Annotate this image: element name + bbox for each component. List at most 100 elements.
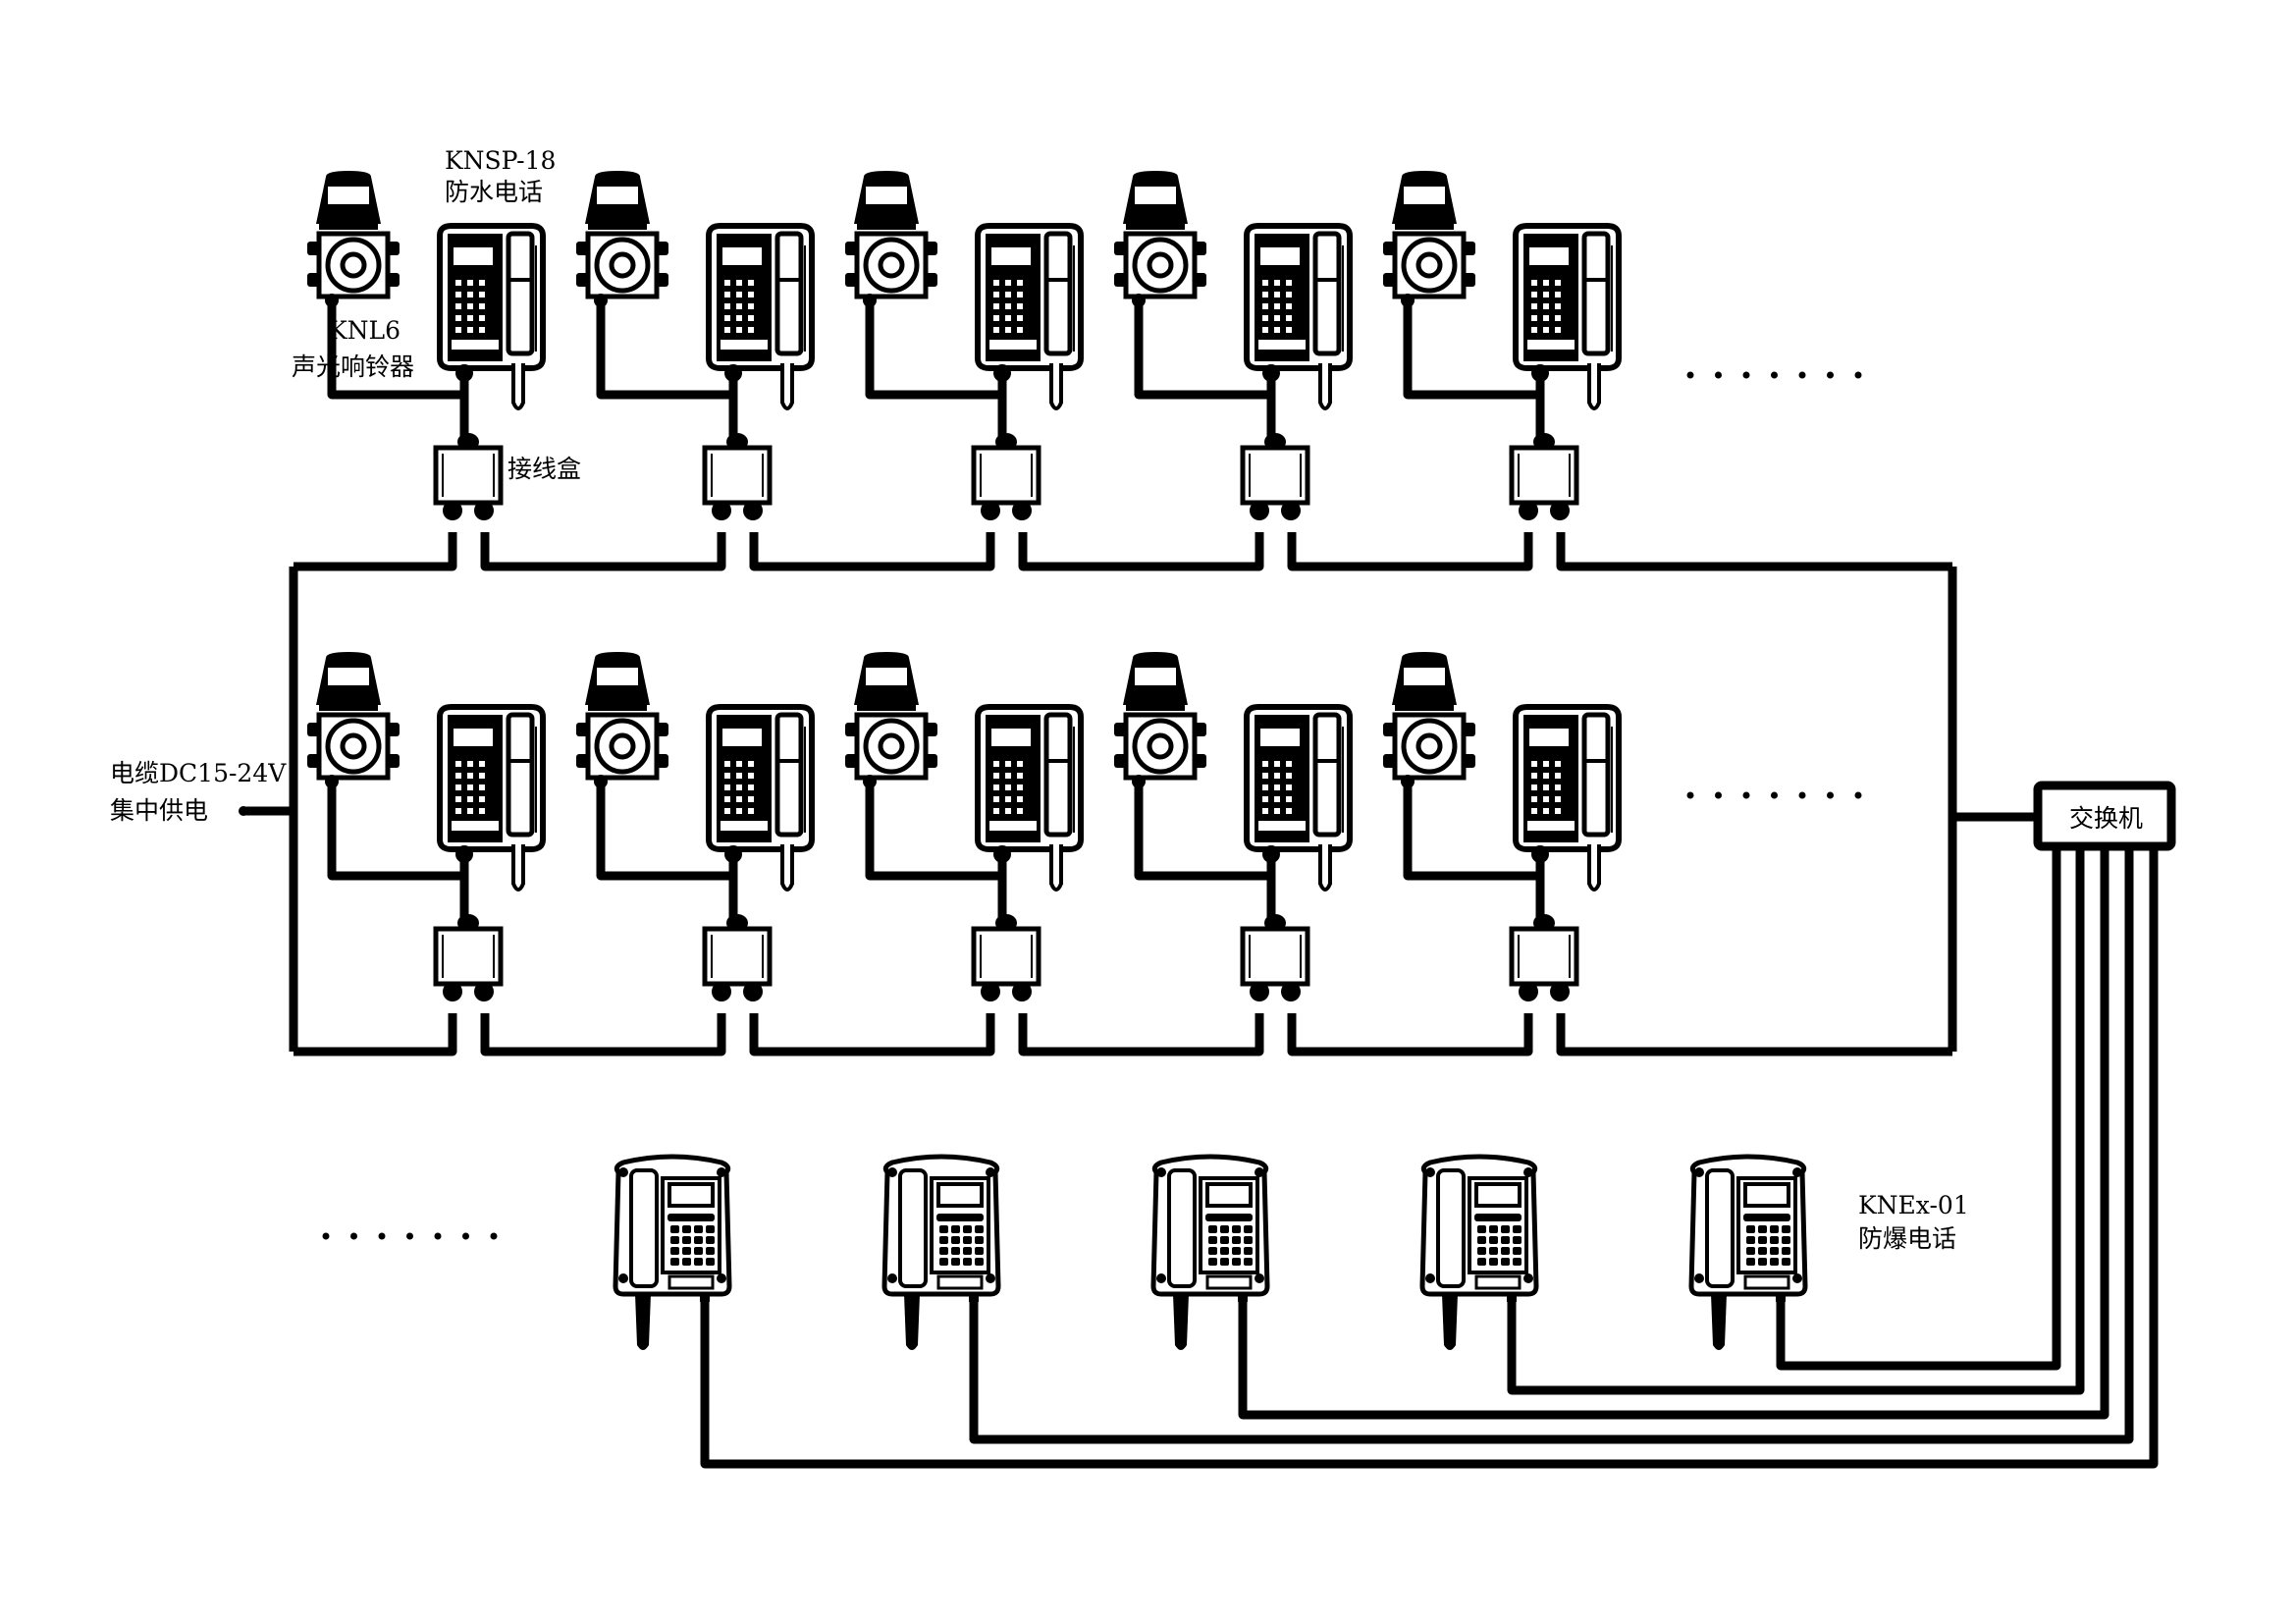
waterproof-phone-icon [978, 226, 1081, 408]
bell-name-label: 声光响铃器 [292, 352, 414, 381]
device-rows [307, 171, 1619, 1001]
dot [1798, 371, 1806, 379]
device-unit [845, 171, 1081, 520]
device-unit [1114, 652, 1350, 1001]
dot [1798, 791, 1806, 799]
device-unit [576, 652, 812, 1001]
continuation-dots [322, 371, 1862, 1240]
dot [1854, 371, 1862, 379]
dot [1771, 791, 1778, 799]
bus-lower-loop [294, 1013, 1952, 1056]
waterproof-phone-model-label: KNSP-18 [445, 146, 556, 175]
power-label-line2: 集中供电 [110, 796, 208, 825]
dot [1686, 371, 1694, 379]
device-unit [1383, 652, 1619, 1001]
switch-line [700, 846, 2159, 1469]
bell-cable [1403, 300, 1540, 400]
power-label-line1: 电缆DC15-24V [110, 759, 287, 787]
bell-icon [1383, 652, 1475, 788]
power-feed-end [239, 806, 248, 816]
bell-cable [865, 300, 1002, 400]
bell-cable [1403, 782, 1540, 881]
junction-box-icon [1512, 914, 1576, 1001]
junction-box-icon [1243, 433, 1308, 520]
explosion-phone-icon [615, 1157, 729, 1350]
explosion-phone-icon [1153, 1157, 1267, 1350]
waterproof-phone-icon [1247, 226, 1350, 408]
waterproof-phone-icon [440, 707, 543, 890]
junction-box-icon [705, 433, 770, 520]
dot [1827, 371, 1834, 379]
junction-box-icon [1243, 914, 1308, 1001]
bell-icon [576, 171, 668, 307]
device-unit [307, 652, 543, 1001]
bell-icon [1114, 652, 1206, 788]
bell-icon [845, 171, 937, 307]
switch-line [1776, 846, 2061, 1371]
junction-box-icon [705, 914, 770, 1001]
switch-line [1507, 846, 2085, 1395]
waterproof-phone-icon [1516, 707, 1619, 890]
explosion-phone-icon [884, 1157, 998, 1350]
waterproof-phone-icon [978, 707, 1081, 890]
bell-cable [327, 300, 464, 400]
explosion-phone-icon [1691, 1157, 1805, 1350]
device-unit [1383, 171, 1619, 520]
explosion-phone-icon [1422, 1157, 1536, 1350]
device-unit [845, 652, 1081, 1001]
dot [462, 1232, 469, 1240]
bell-cable [596, 782, 733, 881]
explosion-phone-model-label: KNEx-01 [1858, 1191, 1969, 1219]
waterproof-phone-icon [1247, 707, 1350, 890]
junction-box-icon [436, 914, 501, 1001]
dot [350, 1232, 357, 1240]
dot [434, 1232, 442, 1240]
switch-line [1238, 846, 2109, 1420]
dot [1854, 791, 1862, 799]
junction-box-icon [436, 433, 501, 520]
device-unit [576, 171, 812, 520]
ellipsis [322, 1232, 498, 1240]
waterproof-phone-icon [440, 226, 543, 408]
bell-cable [865, 782, 1002, 881]
dot [1742, 791, 1750, 799]
explosion-phone-row [615, 846, 2159, 1469]
switch-label: 交换机 [2069, 804, 2143, 833]
explosion-phone-name-label: 防爆电话 [1858, 1224, 1956, 1253]
waterproof-phone-icon [1516, 226, 1619, 408]
bell-icon [1114, 171, 1206, 307]
bell-model-label: KNL6 [329, 316, 400, 345]
device-unit [307, 171, 543, 520]
junction-box-icon [974, 433, 1039, 520]
ellipsis [1686, 791, 1862, 799]
dot [378, 1232, 386, 1240]
junction-box-icon [974, 914, 1039, 1001]
bell-cable [1134, 300, 1271, 400]
bell-cable [1134, 782, 1271, 881]
dot [406, 1232, 413, 1240]
dot [1715, 371, 1722, 379]
bell-icon [576, 652, 668, 788]
dot [1827, 791, 1834, 799]
waterproof-phone-icon [709, 707, 812, 890]
bus-upper-loop [294, 532, 1952, 571]
bell-cable [596, 300, 733, 400]
dot [1715, 791, 1722, 799]
dot [1686, 791, 1694, 799]
dot [1771, 371, 1778, 379]
waterproof-phone-name-label: 防水电话 [445, 178, 543, 206]
dot [490, 1232, 498, 1240]
switch-line [969, 846, 2134, 1444]
device-unit [1114, 171, 1350, 520]
junction-box-label: 接线盒 [507, 455, 581, 483]
waterproof-phone-icon [709, 226, 812, 408]
bell-icon [307, 652, 400, 788]
junction-box-icon [1512, 433, 1576, 520]
dot [322, 1232, 330, 1240]
ellipsis [1686, 371, 1862, 379]
bell-icon [1383, 171, 1475, 307]
dot [1742, 371, 1750, 379]
bell-icon [307, 171, 400, 307]
bell-cable [327, 782, 464, 881]
